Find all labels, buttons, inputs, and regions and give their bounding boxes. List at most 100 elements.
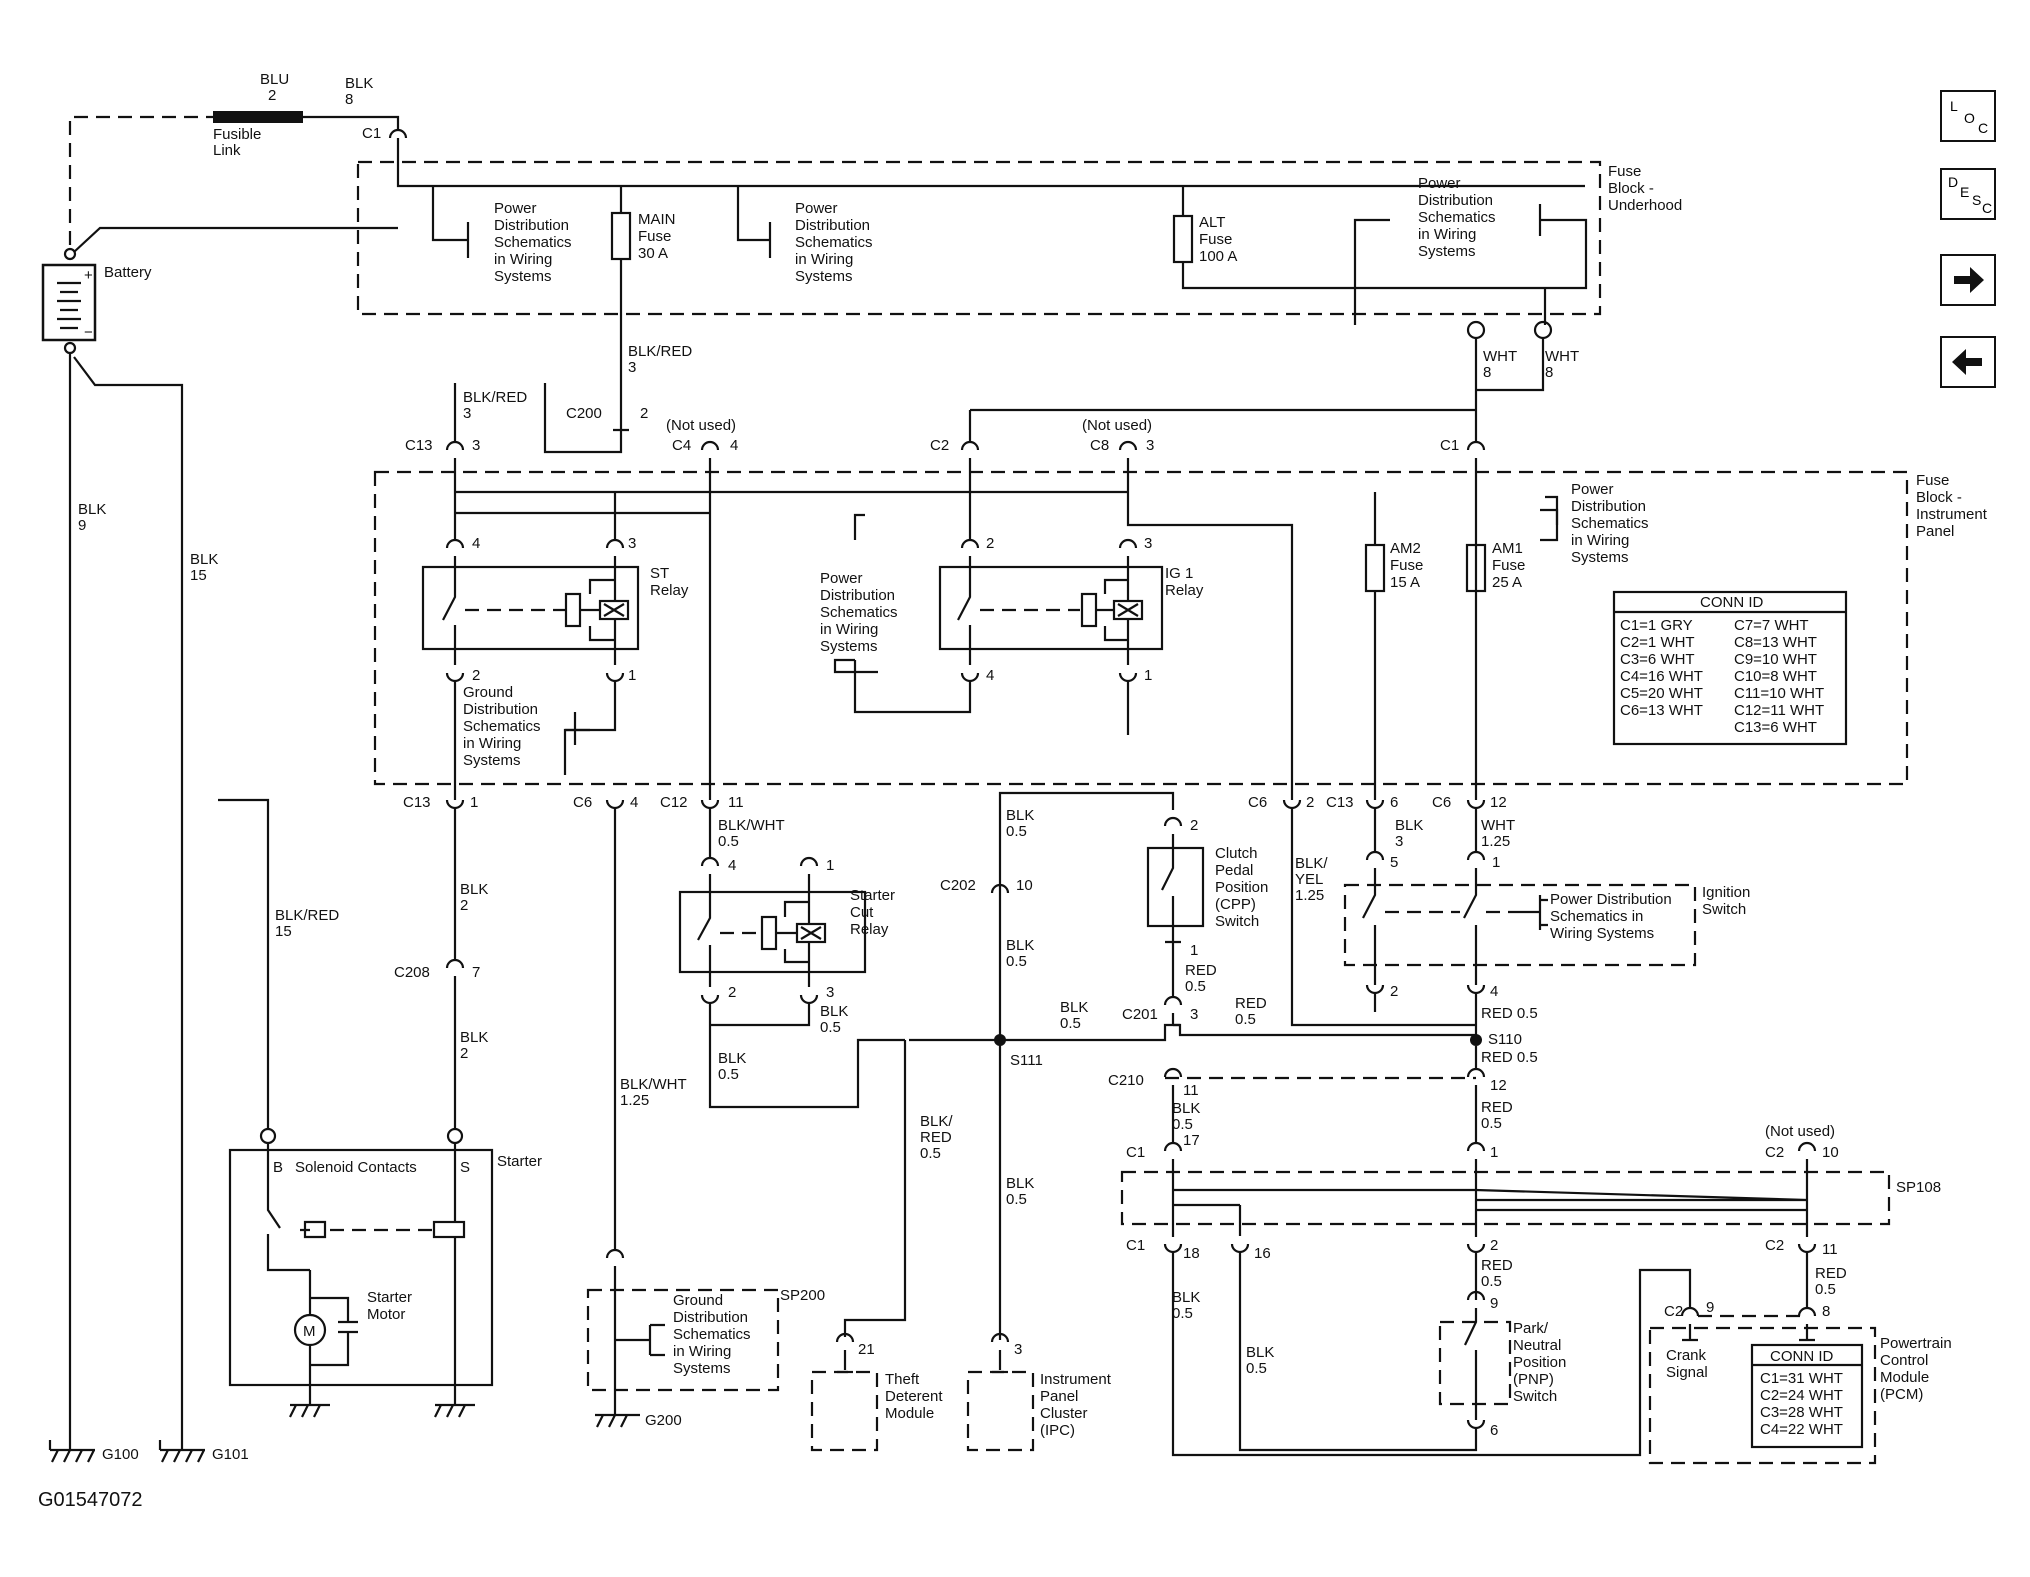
loc-l: L xyxy=(1950,98,1958,114)
lbl-pcm-b: Control xyxy=(1880,1352,1928,1369)
lbl-ip-blkred: BLK/RED xyxy=(463,389,527,406)
lbl-c1-top: C1 xyxy=(362,125,381,142)
loc-c: C xyxy=(1978,120,1989,136)
lbl-pdw-c: Wiring Systems xyxy=(1550,925,1654,942)
pnp-switch xyxy=(1438,1290,1512,1440)
lbl-blu: BLU xyxy=(260,71,289,88)
lbl-c8: C8 xyxy=(1090,437,1109,454)
lbl-solenoid: Solenoid Contacts xyxy=(295,1159,417,1176)
lbl-blk8-n: 8 xyxy=(345,91,353,108)
lbl-ig-2: 2 xyxy=(986,535,994,552)
lbl-pd1-e: Systems xyxy=(494,268,552,285)
lbl-blkred-main-n: 3 xyxy=(628,359,636,376)
lbl-st-1: ST xyxy=(650,565,669,582)
conn-ip-l6: C6=13 WHT xyxy=(1620,702,1703,719)
lbl-c200-n: 2 xyxy=(640,405,648,422)
lbl-blkyel-2: YEL xyxy=(1295,871,1323,888)
lbl-c201: C201 xyxy=(1122,1006,1158,1023)
lbl-link: Link xyxy=(213,142,241,159)
lbl-blk-05d: BLK xyxy=(1006,937,1034,954)
lbl-notused-3: (Not used) xyxy=(1765,1123,1835,1140)
fuse-block-underhood xyxy=(356,160,1602,316)
lbl-pcm-conn-2: C2=24 WHT xyxy=(1760,1387,1843,1404)
lbl-c202-blk: BLK xyxy=(1006,807,1034,824)
lbl-gd2-e: Systems xyxy=(673,1360,731,1377)
lbl-ign-wht-v: 1.25 xyxy=(1481,833,1510,850)
lbl-ip-title-1: Fuse xyxy=(1916,472,1949,489)
lbl-pcm-9: 9 xyxy=(1706,1299,1714,1316)
lbl-gd1-c: Schematics xyxy=(463,718,541,735)
lbl-ign-wht: WHT xyxy=(1481,817,1515,834)
lbl-pd4-b: Distribution xyxy=(820,587,895,604)
lbl-pd2-a: Power xyxy=(795,200,838,217)
lbl-pcm-conn-1: C1=31 WHT xyxy=(1760,1370,1843,1387)
conn-ip-r2: C8=13 WHT xyxy=(1734,634,1817,651)
lbl-pcm-red-v: 0.5 xyxy=(1815,1281,1836,1298)
lbl-ipc-3: 3 xyxy=(1014,1341,1022,1358)
lbl-pnp-9: 9 xyxy=(1490,1295,1498,1312)
lbl-blk-05e: BLK xyxy=(1006,1175,1034,1192)
conn-ip-l1: C1=1 GRY xyxy=(1620,617,1693,634)
lbl-blkred-05a: BLK/ xyxy=(920,1113,953,1130)
lbl-scr-b: Cut xyxy=(850,904,874,921)
lbl-c1-16-blk-v: 0.5 xyxy=(1246,1360,1267,1377)
lbl-pnp-b: Neutral xyxy=(1513,1337,1561,1354)
lbl-blk-05c-v: 0.5 xyxy=(718,1066,739,1083)
conn-ip-r4: C10=8 WHT xyxy=(1734,668,1817,685)
lbl-theft-21: 21 xyxy=(858,1341,875,1358)
lbl-pcm-conn-4: C4=22 WHT xyxy=(1760,1421,1843,1438)
lbl-pd5-e: Systems xyxy=(1571,549,1629,566)
lbl-battery: Battery xyxy=(104,264,152,281)
lbl-ig-4: 4 xyxy=(986,667,994,684)
desc-button[interactable]: D E S C xyxy=(1940,168,1996,220)
lbl-ip-title-3: Instrument xyxy=(1916,506,1988,523)
lbl-pcm-c: Module xyxy=(1880,1369,1929,1386)
lbl-pd1-d: in Wiring xyxy=(494,251,552,268)
lbl-wht-a: WHT xyxy=(1483,348,1517,365)
lbl-c8-n: 3 xyxy=(1146,437,1154,454)
lbl-blk-05d-v: 0.5 xyxy=(1006,953,1027,970)
lbl-c2: C2 xyxy=(930,437,949,454)
lbl-main-2: Fuse xyxy=(638,228,671,245)
lbl-pd1-c: Schematics xyxy=(494,234,572,251)
st-relay-box xyxy=(421,565,640,651)
lbl-blk-05c: BLK xyxy=(718,1050,746,1067)
lbl-pd3-b: Distribution xyxy=(1418,192,1493,209)
lbl-c201-red: RED xyxy=(1235,995,1267,1012)
lbl-c6-b: C6 xyxy=(1248,794,1267,811)
lbl-pd5-b: Distribution xyxy=(1571,498,1646,515)
lbl-c1-a: C1 xyxy=(1126,1144,1145,1161)
lbl-ip-title-4: Panel xyxy=(1916,523,1954,540)
lbl-pcm-a: Powertrain xyxy=(1880,1335,1952,1352)
arrow-right-icon xyxy=(1954,267,1984,293)
lbl-c13-n: 3 xyxy=(472,437,480,454)
conn-ip-l3: C3=6 WHT xyxy=(1620,651,1695,668)
lbl-c13-b-n: 1 xyxy=(470,794,478,811)
lbl-c210-blk-v: 0.5 xyxy=(1172,1116,1193,1133)
sp108-area xyxy=(1120,1046,1891,1457)
lbl-c201-n: 3 xyxy=(1190,1006,1198,1023)
lbl-pnp-red-v: 0.5 xyxy=(1481,1273,1502,1290)
lbl-ign-2: 2 xyxy=(1390,983,1398,1000)
lbl-c6-c: C6 xyxy=(1432,794,1451,811)
lbl-theft-c: Module xyxy=(885,1405,934,1422)
lbl-c1-16-blk: BLK xyxy=(1246,1344,1274,1361)
desc-c: C xyxy=(1982,200,1993,216)
lbl-starter-s: S xyxy=(460,1159,470,1176)
loc-button[interactable]: L O C xyxy=(1940,90,1996,142)
lbl-scr-1: 1 xyxy=(826,857,834,874)
lbl-blkwht-125: BLK/WHT xyxy=(620,1076,687,1093)
back-button[interactable] xyxy=(1940,336,1996,388)
lbl-ip-blkred-n: 3 xyxy=(463,405,471,422)
lbl-ip-title-2: Block - xyxy=(1916,489,1962,506)
lbl-9: 9 xyxy=(78,517,86,534)
lbl-c202-n: 10 xyxy=(1016,877,1033,894)
lbl-c1-ip: C1 xyxy=(1440,437,1459,454)
lbl-main-3: 30 A xyxy=(638,245,668,262)
lbl-blk-2a: BLK xyxy=(460,881,488,898)
lbl-blkred-15: BLK/RED xyxy=(275,907,339,924)
modules xyxy=(810,1370,1035,1452)
forward-button[interactable] xyxy=(1940,254,1996,306)
lbl-ipc-c: Cluster xyxy=(1040,1405,1088,1422)
lbl-st-4: 4 xyxy=(472,535,480,552)
